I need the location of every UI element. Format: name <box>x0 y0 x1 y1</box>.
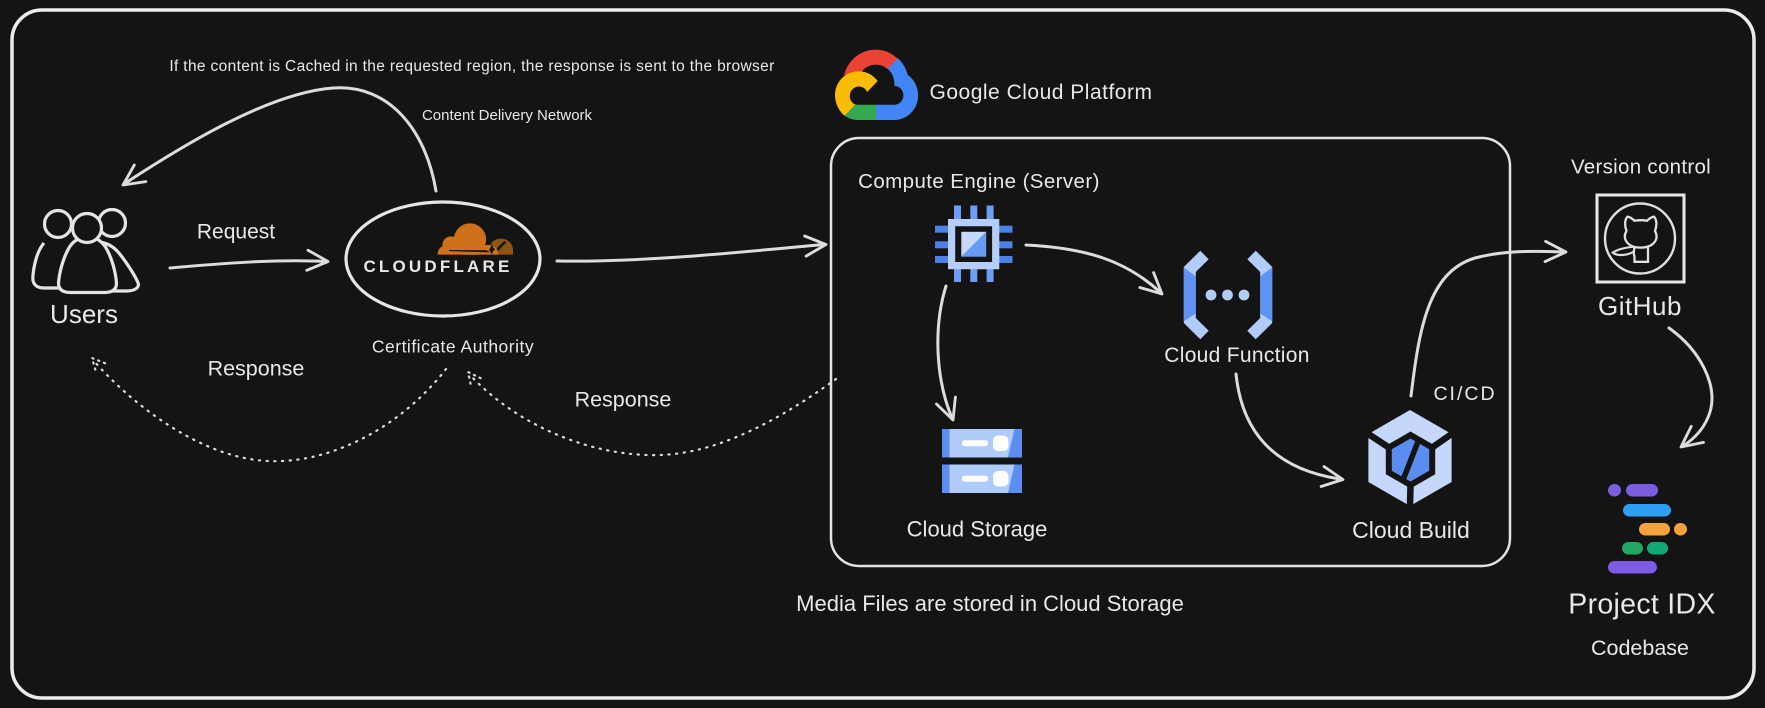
svg-text:Users: Users <box>50 299 118 329</box>
svg-text:CLOUDFLARE: CLOUDFLARE <box>363 257 512 276</box>
svg-text:Request: Request <box>197 221 275 244</box>
svg-text:Codebase: Codebase <box>1591 636 1689 660</box>
svg-text:Content Delivery Network: Content Delivery Network <box>422 107 593 124</box>
svg-text:GitHub: GitHub <box>1598 291 1682 321</box>
svg-text:Cloud Build: Cloud Build <box>1352 517 1470 543</box>
svg-text:If the content is Cached in th: If the content is Cached in the requeste… <box>169 58 774 75</box>
svg-text:Certificate Authority: Certificate Authority <box>372 337 534 357</box>
svg-text:Google Cloud Platform: Google Cloud Platform <box>930 81 1153 104</box>
svg-text:CI/CD: CI/CD <box>1433 383 1496 405</box>
svg-text:Response: Response <box>575 388 672 412</box>
svg-text:Cloud Storage: Cloud Storage <box>907 517 1048 542</box>
svg-text:Project IDX: Project IDX <box>1568 589 1715 621</box>
svg-text:Media Files are stored in Clou: Media Files are stored in Cloud Storage <box>796 591 1184 616</box>
svg-text:Version control: Version control <box>1571 156 1711 179</box>
svg-text:Cloud Function: Cloud Function <box>1164 344 1309 367</box>
svg-text:Response: Response <box>208 357 305 381</box>
svg-text:Compute Engine (Server): Compute Engine (Server) <box>858 170 1100 193</box>
